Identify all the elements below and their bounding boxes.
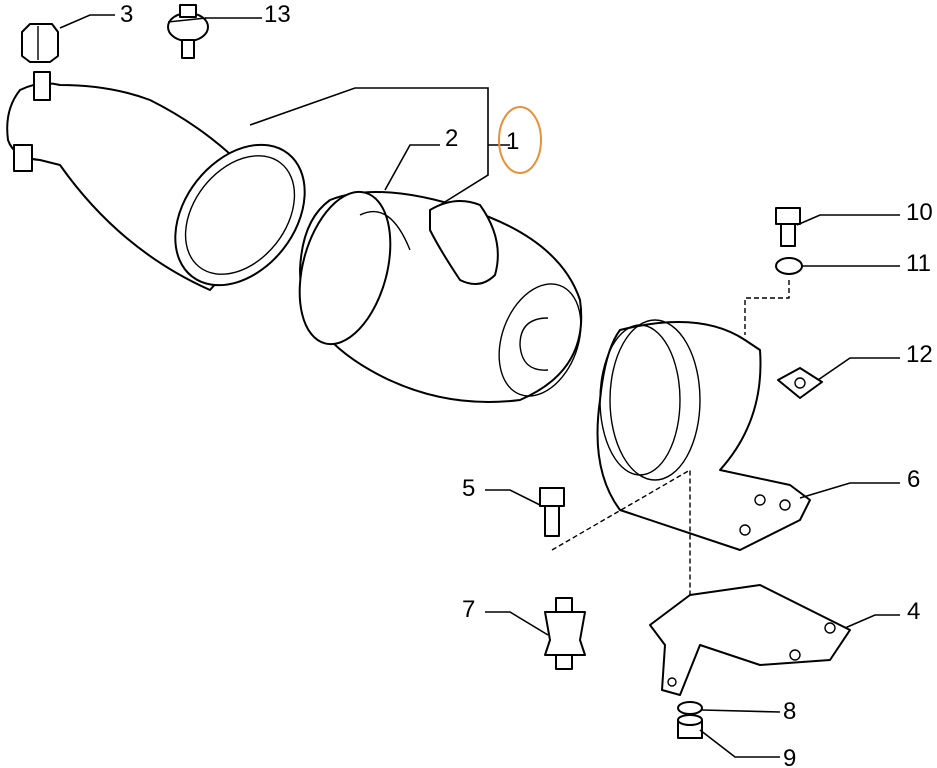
part-2-filter-element[interactable] — [284, 182, 595, 408]
air-filter-housing[interactable] — [6, 71, 331, 310]
callout-6[interactable]: 6 — [907, 466, 920, 493]
callout-5[interactable]: 5 — [462, 475, 475, 502]
callout-1[interactable]: 1 — [506, 128, 519, 155]
part-3-cap[interactable] — [21, 23, 59, 63]
part-11-washer[interactable] — [775, 257, 803, 275]
callout-11[interactable]: 11 — [906, 250, 931, 277]
part-13-sensor[interactable] — [167, 4, 209, 59]
callout-7[interactable]: 7 — [462, 596, 475, 623]
part-10-bolt[interactable] — [775, 207, 801, 247]
part-7-mount[interactable] — [544, 597, 586, 670]
callout-8[interactable]: 8 — [783, 698, 796, 725]
callout-13[interactable]: 13 — [264, 1, 291, 28]
leader-lines — [59, 14, 900, 758]
callout-2[interactable]: 2 — [445, 125, 458, 152]
part-8-washer[interactable] — [677, 701, 703, 715]
callout-3[interactable]: 3 — [120, 1, 133, 28]
part-9-nut[interactable] — [677, 714, 703, 739]
part-12-nut[interactable] — [777, 367, 823, 399]
part-4-plate[interactable] — [649, 584, 851, 696]
callout-9[interactable]: 9 — [783, 745, 796, 768]
callout-4[interactable]: 4 — [907, 598, 920, 625]
highlight-circle — [498, 106, 542, 174]
callout-12[interactable]: 12 — [906, 341, 933, 368]
part-6-bracket[interactable] — [596, 319, 811, 551]
part-5-bolt[interactable] — [539, 487, 565, 537]
callout-10[interactable]: 10 — [906, 199, 933, 226]
